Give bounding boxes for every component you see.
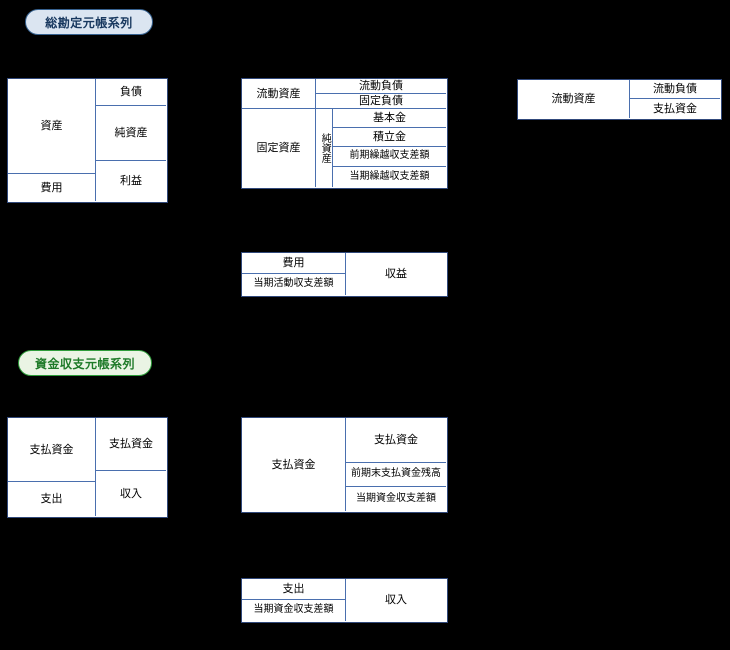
cell-current-liabilities: 流動負債 xyxy=(316,79,446,94)
cell-current-assets: 流動資産 xyxy=(518,80,630,118)
cell-income: 収入 xyxy=(96,471,166,516)
cell-profit: 利益 xyxy=(96,161,166,201)
cell-revenue: 収益 xyxy=(346,253,446,295)
cell-prev-fund-balance: 前期末支払資金残高 xyxy=(346,463,446,487)
cell-liabilities: 負債 xyxy=(96,79,166,106)
table-fund-pl: 支出 当期資金収支差額 収入 xyxy=(241,578,448,623)
cell-income: 収入 xyxy=(346,579,446,621)
cell-curr-fund-balance: 当期資金収支差額 xyxy=(346,487,446,511)
cell-fixed-liabilities: 固定負債 xyxy=(316,94,446,109)
cell-assets: 資産 xyxy=(8,79,96,174)
cell-payment-fund: 支払資金 xyxy=(630,99,720,118)
cell-expenses: 費用 xyxy=(8,174,96,201)
cell-net-assets: 純資産 xyxy=(96,106,166,161)
cell-fund-balance: 当期資金収支差額 xyxy=(242,600,346,621)
cell-current-liabilities: 流動負債 xyxy=(630,80,720,99)
cell-net-assets-label: 純資産 xyxy=(316,109,333,187)
section-badge-general-ledger: 総勘定元帳系列 xyxy=(25,9,153,35)
table-general-pl: 費用 当期活動収支差額 収益 xyxy=(241,252,448,297)
cell-payment-fund-left: 支払資金 xyxy=(8,418,96,482)
table-general-bs-detail: 流動資産 固定資産 流動負債 固定負債 純資産 基本金 積立金 前期繰越収支差額… xyxy=(241,78,448,189)
table-fund-simple: 支払資金 支出 支払資金 収入 xyxy=(7,417,168,518)
cell-basic-fund: 基本金 xyxy=(333,109,446,128)
table-general-bs-fund: 流動資産 流動負債 支払資金 xyxy=(517,79,722,120)
cell-reserve-fund: 積立金 xyxy=(333,128,446,147)
cell-payment-fund-top: 支払資金 xyxy=(346,418,446,463)
cell-fixed-assets: 固定資産 xyxy=(242,109,316,187)
cell-current-assets: 流動資産 xyxy=(242,79,316,109)
cell-prev-carryover: 前期繰越収支差額 xyxy=(333,147,446,167)
cell-activity-balance: 当期活動収支差額 xyxy=(242,274,346,295)
cell-curr-carryover: 当期繰越収支差額 xyxy=(333,167,446,187)
table-general-bs-simple: 資産 費用 負債 純資産 利益 xyxy=(7,78,168,203)
cell-payment-fund-right: 支払資金 xyxy=(96,418,166,471)
cell-payment-fund: 支払資金 xyxy=(242,418,346,511)
cell-expenses: 費用 xyxy=(242,253,346,274)
cell-expenditure: 支出 xyxy=(242,579,346,600)
section-badge-fund-ledger: 資金収支元帳系列 xyxy=(18,350,152,376)
table-fund-detail: 支払資金 支払資金 前期末支払資金残高 当期資金収支差額 xyxy=(241,417,448,513)
cell-expenditure: 支出 xyxy=(8,482,96,516)
